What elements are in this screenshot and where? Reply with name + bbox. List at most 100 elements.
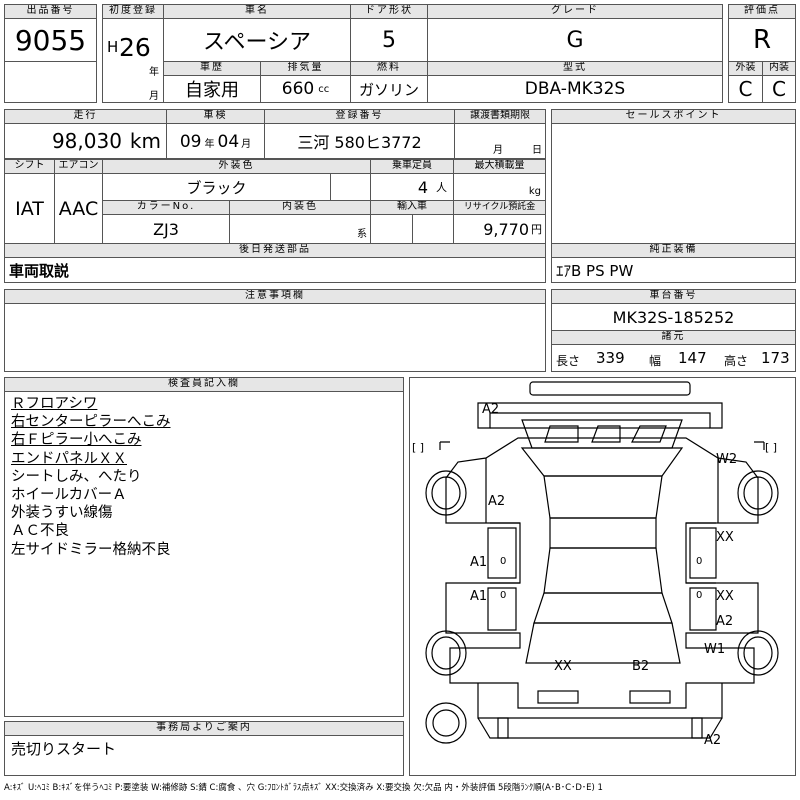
car-diagram: A2 A2 A1 A1 W2 XX XX A2 W1 XX B2 A2 [ ] …: [412, 381, 779, 748]
model-name: スペーシア: [163, 18, 351, 62]
displacement-header: 排気量: [260, 61, 351, 76]
inspection-year-unit: 年: [204, 139, 215, 150]
inspection-year: 09: [179, 132, 202, 152]
rating-header: 評価点: [728, 4, 796, 19]
mirror-right: [754, 441, 765, 450]
rear-left-pillar: [497, 717, 509, 739]
import-header: 輸入車: [370, 200, 454, 215]
era: H: [107, 38, 119, 56]
office-notice: 売切りスタート: [4, 735, 404, 776]
color-number: ZJ3: [102, 214, 230, 244]
wheel-rear-right-inner: [743, 636, 773, 670]
spare-wheel-inner: [432, 709, 460, 737]
transfer-header: 譲渡書類期限: [454, 109, 546, 124]
color-no-header: カラーNo.: [102, 200, 230, 215]
note-line: Ｒフロアシワ: [11, 396, 98, 412]
fuel-header: 燃料: [350, 61, 428, 76]
front-panels: [544, 425, 667, 443]
parts-header: 後日発送部品: [4, 243, 546, 258]
hood: [520, 447, 684, 477]
chassis-header: 車台番号: [551, 289, 796, 304]
ac-header: エアコン: [54, 159, 103, 174]
int-color-unit: 系: [357, 229, 367, 240]
model-name-header: 車名: [163, 4, 351, 19]
year-unit: 年: [149, 67, 159, 78]
capacity-cell: 4 人: [370, 173, 454, 201]
zero-right-rear: 0: [696, 590, 702, 601]
first-reg-header: 初度登録: [102, 4, 164, 19]
height-label: 高さ: [724, 354, 749, 368]
door-header: ドア形状: [350, 4, 428, 19]
front-bumper-outline: [529, 381, 691, 396]
lot-no-header: 出品番号: [4, 4, 97, 19]
exterior-color: ブラック: [102, 173, 331, 201]
roof-front: [543, 475, 663, 519]
front-bumper-shape: [477, 402, 723, 429]
shift: IAT: [4, 173, 55, 244]
grade: G: [427, 18, 723, 62]
wheel-front-right: [737, 470, 779, 516]
width-label: 幅: [649, 354, 662, 368]
lot-number: 9055: [4, 18, 97, 62]
note-line: 外装うすい線傷: [11, 505, 113, 522]
mileage: 98,030: [51, 129, 122, 153]
inspector-notes: Ｒフロアシワ 右センターピラーへこみ 右Ｆピラー小へこみ エンドパネルＸＸ シー…: [4, 391, 404, 717]
note-line: 右Ｆピラー小へこみ: [11, 432, 142, 449]
mark-right-rear-fender: W1: [704, 642, 725, 657]
rear-glass: [533, 592, 673, 624]
rear-right-pillar: [691, 717, 703, 739]
rear-bumper: [477, 683, 723, 719]
history: 自家用: [163, 75, 261, 103]
wheel-rear-right: [737, 630, 779, 676]
inspector-header: 検査員記入欄: [4, 377, 404, 392]
caution-box: [4, 303, 546, 372]
door-lines: [490, 522, 716, 584]
sales-point-box: [551, 123, 796, 244]
exterior-grade: C: [728, 75, 763, 103]
month-unit: 月: [149, 91, 159, 102]
wheel-front-left-inner: [431, 476, 461, 510]
rear-lamp-right: [629, 690, 671, 704]
interior-color-cell: 系: [229, 214, 371, 244]
interior-grade: C: [762, 75, 796, 103]
ext-color-header: 外装色: [102, 159, 371, 174]
displacement-unit: cc: [318, 83, 330, 95]
transfer-day-unit: 日: [532, 145, 542, 156]
legend: A:ｷｽﾞ U:ﾍｺﾐ B:ｷｽﾞを伴うﾍｺﾐ P:要塗装 W:補修跡 S:錆 …: [4, 783, 603, 793]
mileage-cell: 98,030 km: [4, 123, 167, 159]
history-header: 車歴: [163, 61, 261, 76]
capacity-header: 乗車定員: [370, 159, 454, 174]
mark-rear-right: B2: [632, 659, 649, 674]
mark-right-front-door: XX: [716, 530, 734, 545]
wheel-rear-left-inner: [431, 636, 461, 670]
note-line: 左サイドミラー格納不良: [11, 541, 171, 558]
bracket-right: [ ]: [765, 441, 777, 454]
rear-lower: [477, 717, 723, 739]
inspection-header: 車検: [166, 109, 265, 124]
wheel-front-left: [425, 470, 467, 516]
ext-color-extra: [330, 173, 371, 201]
note-line: シートしみ、へたり: [11, 468, 142, 485]
parts-value: 車両取説: [4, 257, 546, 283]
inspection-cell: 09 年 04 月: [166, 123, 265, 159]
max-load-unit: kg: [528, 186, 541, 197]
transfer-cell: 月 日: [454, 123, 546, 159]
mark-left-front-door: A1: [470, 555, 487, 570]
specs-cell: 長さ 339 幅 147 高さ 173: [551, 344, 796, 372]
zero-left-front: 0: [500, 556, 506, 567]
first-reg-cell: H 26 年 月: [102, 18, 164, 103]
bracket-left: [ ]: [412, 441, 424, 454]
car-diagram-box: A2 A2 A1 A1 W2 XX XX A2 W1 XX B2 A2 [ ] …: [409, 377, 796, 776]
exterior-header: 外装: [728, 61, 763, 76]
zero-right-front: 0: [696, 556, 702, 567]
mark-right-rear-door-upper: XX: [716, 589, 734, 604]
body-outline: [445, 437, 759, 709]
import-cell-2: [412, 214, 454, 244]
registration-number: 三河 580ヒ3772: [264, 123, 455, 159]
caution-header: 注意事項欄: [4, 289, 546, 304]
import-cell-1: [370, 214, 413, 244]
pillar-lines: [485, 458, 719, 523]
mark-hood-left: A2: [488, 494, 505, 509]
note-line: エンドパネルＸＸ: [11, 450, 127, 467]
mark-right-front-fender: W2: [716, 452, 737, 467]
